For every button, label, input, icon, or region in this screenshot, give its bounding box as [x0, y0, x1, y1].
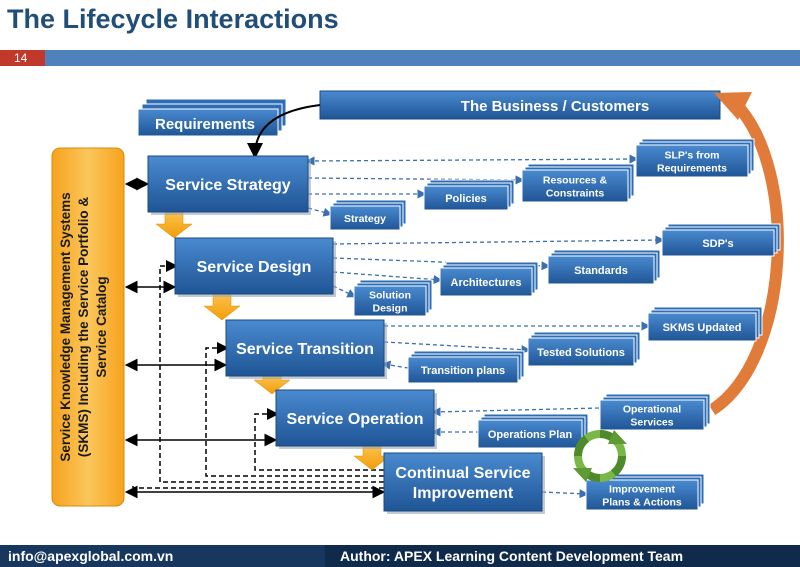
stage-design: Service Design: [174, 237, 336, 297]
requirements-box: Requirements: [137, 98, 287, 137]
page-title: The Lifecycle Interactions: [7, 4, 339, 34]
skms-pillar: [51, 147, 125, 507]
footer-author: Author: APEX Learning Content Developmen…: [340, 548, 684, 564]
output-resources: Resources &Constraints: [521, 163, 635, 203]
output-policies: Policies: [423, 179, 515, 211]
output-strategy-doc: Strategy: [329, 199, 407, 231]
output-skms-updated: SKMS Updated: [647, 306, 763, 342]
flow-connector-10: [383, 341, 531, 355]
feedback-arc-arrowhead: [714, 92, 752, 120]
stage-operation: Service Operation: [275, 389, 437, 449]
title-bar: [45, 50, 800, 66]
lifecycle-diagram: The Business / Customers Requirements Se…: [51, 90, 784, 514]
stage-strategy: Service Strategy: [147, 155, 311, 215]
stage-chevrons: [155, 211, 391, 471]
output-sdps: SDP's: [661, 223, 781, 257]
flow-connector-14: [541, 489, 589, 499]
flow-connector-1: [305, 154, 639, 166]
output-transition-plans: Transition plans: [407, 350, 525, 384]
flow-connector-4: [307, 207, 333, 217]
footer-email: info@apexglobal.com.vn: [8, 548, 174, 564]
flow-connector-8: [332, 285, 357, 298]
output-tested: Tested Solutions: [527, 331, 641, 367]
flow-connector-7: [332, 271, 443, 285]
slide-number: 14: [0, 50, 45, 66]
footer: info@apexglobal.com.vn Author: APEX Lear…: [0, 545, 800, 567]
output-architectures: Architectures: [439, 261, 539, 297]
continual-cycle-icon: [573, 430, 627, 482]
stage-chevron-1: [155, 211, 193, 239]
feedback-line-2: [205, 342, 384, 477]
business-to-strategy-arrow: [247, 104, 321, 159]
stage-transition: Service Transition: [225, 319, 387, 379]
flow-connector-5: [332, 235, 665, 245]
stage-chevron-2: [203, 293, 241, 321]
flow-connector-6: [332, 257, 551, 271]
output-op-plan: Operations Plan: [477, 413, 589, 449]
feedback-line-4: [132, 484, 384, 489]
flow-connector-12: [431, 407, 601, 417]
feedback-line-1: [159, 260, 384, 483]
flow-connector-11: [381, 360, 409, 370]
requirements-label: Requirements: [155, 116, 255, 133]
feedback-arc-arrow: [708, 98, 784, 416]
business-bar: [319, 90, 721, 120]
output-standards: Standards: [547, 249, 661, 285]
skms-connectors: [124, 177, 386, 499]
footer-right-panel: [325, 545, 800, 567]
